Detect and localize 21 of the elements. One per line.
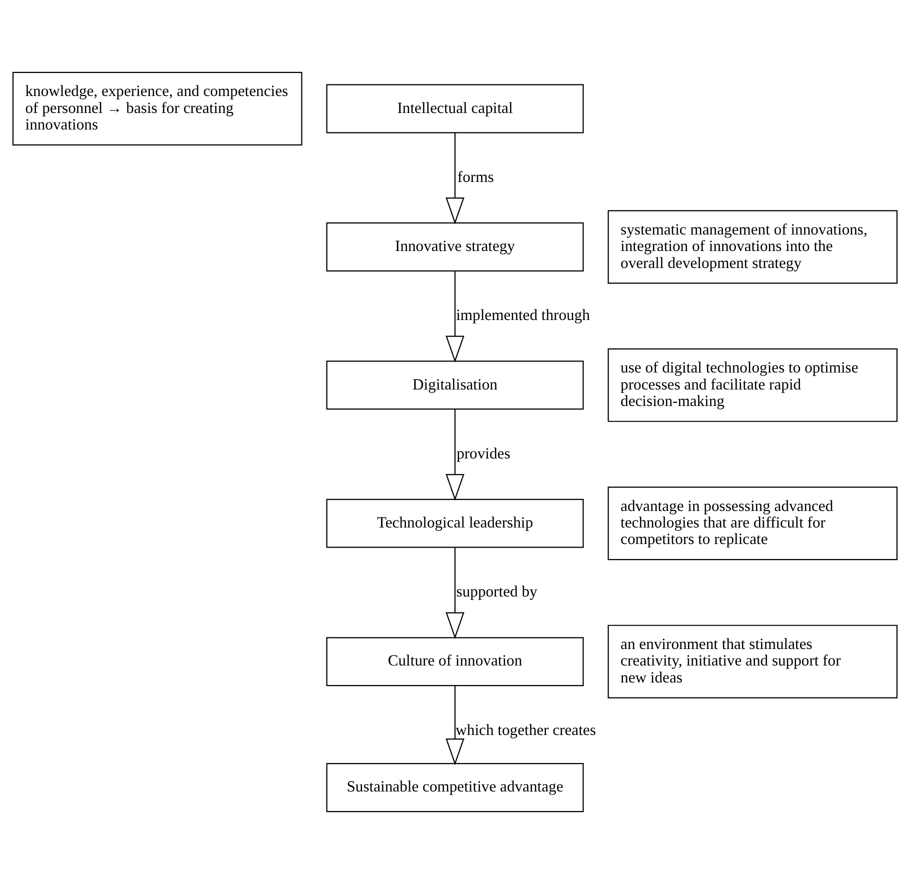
node-box: Culture of innovation (326, 637, 584, 686)
edge-label: implemented through (456, 307, 590, 324)
node-box: Innovative strategy (326, 222, 584, 272)
edge-label: which together creates (456, 722, 596, 739)
arrow (446, 409, 464, 501)
edge-label: supported by (456, 584, 538, 601)
node-box: systematic management of innovations, integration of innovations into the overall development strategy (608, 210, 898, 284)
node-box: Sustainable competitive advantage (326, 763, 584, 812)
node-box: knowledge, experience, and competencies of personnel → basis for creating innovations (12, 72, 302, 146)
node-box: use of digital technologies to optimise processes and facilitate rapid decision-making (608, 348, 898, 422)
arrow (446, 548, 464, 639)
node-box: Technological leadership (326, 498, 584, 548)
node-box: Intellectual capital (326, 84, 584, 134)
node-box: Digitalisation (326, 360, 584, 410)
arrow (446, 132, 464, 224)
node-box: advantage in possessing advanced technologies that are difficult for competitors to replicate (608, 486, 898, 560)
edge-label: provides (456, 445, 510, 462)
edge-label: forms (457, 168, 494, 186)
arrow (446, 271, 464, 363)
node-box: an environment that stimulates creativity, initiative and support for new ideas (608, 624, 898, 698)
arrow (446, 686, 464, 766)
